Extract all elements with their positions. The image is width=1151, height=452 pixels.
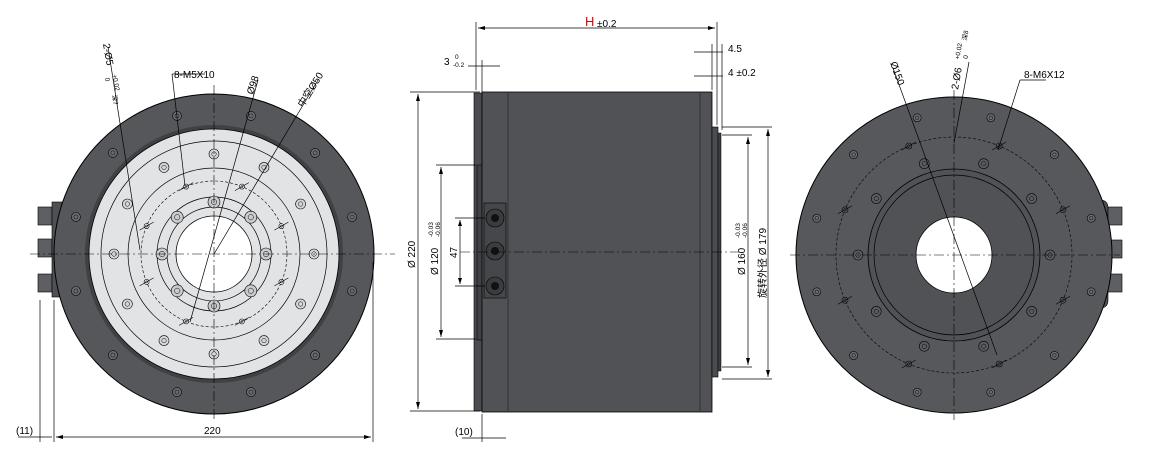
inner-mounting-hole bbox=[244, 284, 258, 298]
rear-outer-holes bbox=[812, 113, 1096, 397]
rear-view: Ø150 2-Ø6 +0.02 0 深8 8-M6X12 bbox=[790, 29, 1123, 420]
housing-bolt-hole bbox=[108, 148, 118, 158]
housing-bolt-hole bbox=[246, 387, 256, 397]
housing-bolt-hole bbox=[108, 350, 118, 360]
side-outer-diameter: Ø 220 bbox=[407, 240, 418, 268]
face-mounting-hole bbox=[122, 298, 133, 310]
housing-bolt-hole bbox=[347, 212, 357, 222]
front-m5-holes bbox=[139, 182, 289, 326]
rear-outer-hole bbox=[1050, 351, 1059, 360]
rear-outer-hole bbox=[912, 113, 922, 123]
housing-bolt-hole bbox=[310, 148, 320, 158]
side-view: H ±0.2 3 0 -0.2 4.5 4 ±0.2 Ø 220 Ø 120 -… bbox=[407, 14, 772, 442]
side-rotating-outer-diameter: 旋转外径 Ø 179 bbox=[756, 228, 769, 298]
face-mounting-hole bbox=[258, 335, 270, 346]
side-pilot-diameter: Ø 120 bbox=[430, 247, 441, 275]
housing-bolt-hole bbox=[71, 286, 81, 296]
side-connector-protrusion: (10) bbox=[455, 427, 473, 438]
face-mounting-hole bbox=[122, 198, 133, 210]
side-rotor-pilot-tol-upper: -0.03 bbox=[735, 223, 742, 238]
rear-outer-hole bbox=[986, 113, 996, 123]
rear-inner-hole bbox=[870, 306, 882, 317]
front-overall-width: 220 bbox=[204, 426, 221, 437]
rear-callout-pin-tol-lower: 0 bbox=[963, 54, 971, 59]
front-callout-pin-holes: 2-Ø5 bbox=[100, 43, 115, 67]
face-mounting-hole bbox=[295, 198, 306, 210]
inner-mounting-hole bbox=[170, 210, 184, 224]
side-rotor-clearance: 4.5 bbox=[728, 44, 742, 55]
side-flange-tol-lower: -0.2 bbox=[453, 62, 465, 69]
side-length-label: H bbox=[585, 14, 594, 29]
rear-outer-hole bbox=[849, 150, 858, 159]
side-pilot-tol-upper: -0.03 bbox=[428, 222, 435, 237]
side-length-tolerance: ±0.2 bbox=[597, 19, 617, 30]
side-connector-span: 47 bbox=[449, 246, 460, 258]
housing-bolt-hole bbox=[172, 387, 182, 397]
side-rotor-pilot-diameter: Ø 160 bbox=[737, 247, 748, 275]
face-mounting-hole bbox=[295, 298, 306, 310]
front-face-holes bbox=[108, 148, 320, 360]
housing-bolt-hole bbox=[71, 212, 81, 222]
rear-callout-pin-tol-upper: +0.02 bbox=[954, 42, 964, 60]
side-flange-thickness: 3 bbox=[444, 57, 450, 68]
rear-inner-hole bbox=[918, 340, 930, 352]
inner-mounting-hole bbox=[244, 210, 258, 224]
front-connector-offset: (11) bbox=[16, 426, 33, 437]
side-rotor-step: 4 ±0.2 bbox=[728, 68, 756, 79]
face-mounting-hole bbox=[258, 162, 270, 173]
front-callout-pin-tol-upper: +0.02 bbox=[111, 74, 121, 92]
rear-callout-pin-depth: 深8 bbox=[960, 29, 971, 41]
rear-inner-hole bbox=[870, 193, 882, 204]
side-connectors bbox=[483, 202, 507, 299]
rear-outer-hole bbox=[849, 351, 858, 360]
rear-outer-hole bbox=[986, 387, 996, 397]
rear-callout-mount-holes: 8-M6X12 bbox=[1024, 70, 1065, 81]
rear-outer-hole bbox=[812, 213, 822, 223]
rear-inner-hole bbox=[978, 340, 990, 352]
housing-bolt-hole bbox=[310, 350, 320, 360]
rear-outer-hole bbox=[1086, 287, 1096, 297]
front-callout-pitch-diameter: Ø98 bbox=[245, 74, 261, 96]
rear-outer-hole bbox=[912, 387, 922, 397]
front-housing-bolts bbox=[71, 111, 357, 397]
rear-callout-pitch-diameter: Ø150 bbox=[887, 60, 906, 87]
side-flange-tol-upper: 0 bbox=[455, 54, 459, 61]
front-view: 8-M5X10 2-Ø5 +0.02 0 深7 Ø98 中空Ø50 220 (1… bbox=[16, 43, 395, 442]
front-callout-pin-depth: 深7 bbox=[110, 94, 121, 106]
front-callout-hollow-bore: 中空Ø50 bbox=[295, 69, 327, 109]
front-callout-pin-tol-lower: 0 bbox=[103, 77, 111, 82]
rear-inner-hole bbox=[978, 158, 990, 169]
inner-mounting-hole bbox=[170, 284, 184, 298]
side-pilot-tol-lower: -0.06 bbox=[435, 222, 442, 237]
front-callout-mount-holes: 8-M5X10 bbox=[174, 70, 215, 81]
rear-inner-hole bbox=[1026, 306, 1037, 317]
rear-outer-hole bbox=[812, 287, 822, 297]
rear-outer-hole bbox=[1086, 213, 1096, 223]
housing-bolt-hole bbox=[347, 286, 357, 296]
face-mounting-hole bbox=[158, 162, 170, 173]
rear-outer-hole bbox=[1050, 150, 1059, 159]
rear-callout-pin-holes: 2-Ø6 bbox=[950, 66, 965, 90]
face-mounting-hole bbox=[158, 335, 170, 346]
rear-inner-hole bbox=[1026, 193, 1037, 204]
side-rotor-pilot-tol-lower: -0.06 bbox=[742, 223, 749, 238]
